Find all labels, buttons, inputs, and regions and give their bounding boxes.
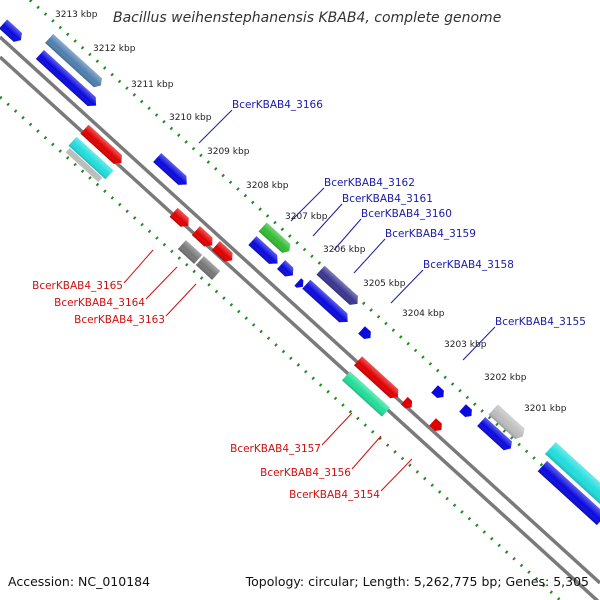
gene-arrow[interactable]	[258, 222, 294, 255]
gene-arrow[interactable]	[211, 241, 236, 265]
gene-arrow[interactable]	[68, 136, 114, 180]
tick-3201: 3201 kbp	[524, 404, 567, 414]
tick-3207: 3207 kbp	[285, 212, 328, 222]
gene-label-3163[interactable]: BcerKBAB4_3163	[74, 314, 165, 326]
tick-3211: 3211 kbp	[131, 80, 174, 90]
gene-label-3165[interactable]: BcerKBAB4_3165	[32, 280, 123, 292]
gene-arrow[interactable]	[341, 371, 391, 417]
gene-arrow[interactable]	[353, 356, 402, 401]
tick-3210: 3210 kbp	[169, 113, 212, 123]
accession-text: Accession: NC_010184	[8, 574, 150, 589]
gene-arrow[interactable]	[195, 256, 221, 280]
gene-arrow[interactable]	[294, 278, 306, 290]
gene-label-3164[interactable]: BcerKBAB4_3164	[54, 297, 145, 309]
gene-arrow[interactable]	[400, 396, 415, 411]
tick-3203: 3203 kbp	[444, 340, 487, 350]
gene-arrow[interactable]	[537, 460, 600, 526]
gene-label-3166[interactable]: BcerKBAB4_3166	[232, 99, 323, 111]
gene-arrow[interactable]	[431, 385, 447, 400]
map-title: Bacillus weihenstephanensis KBAB4, compl…	[113, 10, 501, 26]
gene-arrow[interactable]	[169, 207, 193, 230]
gene-label-3156[interactable]: BcerKBAB4_3156	[260, 467, 351, 479]
tick-3208: 3208 kbp	[246, 181, 289, 191]
bottom-gene-labels: BcerKBAB4_3165 BcerKBAB4_3164 BcerKBAB4_…	[32, 280, 380, 501]
tick-3206: 3206 kbp	[323, 245, 366, 255]
gene-arrow[interactable]	[488, 404, 527, 441]
gene-label-3160[interactable]: BcerKBAB4_3160	[361, 208, 452, 220]
kbp-ticks: 3213 kbp 3212 kbp 3211 kbp 3210 kbp 3209…	[55, 10, 567, 414]
gene-arrow[interactable]	[248, 236, 281, 268]
gene-arrow[interactable]	[153, 153, 191, 189]
gene-arrow[interactable]	[429, 418, 445, 433]
gene-label-3157[interactable]: BcerKBAB4_3157	[230, 443, 321, 455]
tick-3204: 3204 kbp	[402, 309, 445, 319]
gene-label-3162[interactable]: BcerKBAB4_3162	[324, 177, 415, 189]
gene-arrow[interactable]	[302, 279, 351, 327]
gene-arrow[interactable]	[358, 326, 374, 341]
tick-3209: 3209 kbp	[207, 147, 250, 157]
gene-arrow[interactable]	[0, 19, 25, 44]
top-gene-labels: BcerKBAB4_3166 BcerKBAB4_3162 BcerKBAB4_…	[232, 99, 586, 328]
gene-arrow[interactable]	[316, 265, 361, 309]
gene-label-3155[interactable]: BcerKBAB4_3155	[495, 316, 586, 328]
gene-arrow[interactable]	[191, 226, 216, 250]
gene-arrow[interactable]	[277, 260, 297, 280]
gene-arrow[interactable]	[65, 147, 103, 183]
gene-label-3159[interactable]: BcerKBAB4_3159	[385, 228, 476, 240]
ruler-top	[28, 0, 600, 520]
gene-arrow[interactable]	[459, 404, 475, 419]
backbone-top	[0, 35, 600, 585]
gene-label-3158[interactable]: BcerKBAB4_3158	[423, 259, 514, 271]
gene-label-3154[interactable]: BcerKBAB4_3154	[289, 489, 380, 501]
gene-label-3161[interactable]: BcerKBAB4_3161	[342, 193, 433, 205]
tick-3212: 3212 kbp	[93, 44, 136, 54]
gene-arrow[interactable]	[477, 417, 515, 453]
gene-arrow[interactable]	[177, 240, 203, 264]
top-callout-lines	[198, 109, 496, 361]
gene-arrow[interactable]	[35, 49, 100, 110]
tick-3205: 3205 kbp	[363, 279, 406, 289]
gene-arrow[interactable]	[45, 34, 105, 90]
gene-arrow[interactable]	[545, 442, 600, 508]
gene-features	[0, 19, 600, 526]
gene-arrow[interactable]	[80, 124, 125, 168]
bottom-callout-lines	[123, 249, 413, 492]
tick-3202: 3202 kbp	[484, 373, 527, 383]
genome-summary: Topology: circular; Length: 5,262,775 bp…	[245, 574, 589, 589]
tick-3213: 3213 kbp	[55, 10, 98, 20]
